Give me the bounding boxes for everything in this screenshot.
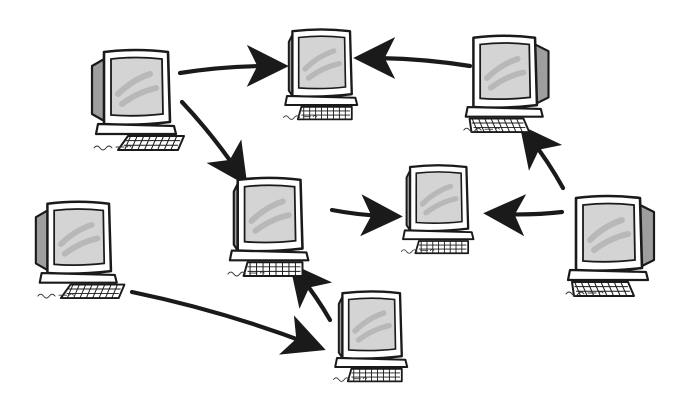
pc-d-computer-icon [34, 200, 126, 300]
keyboard [346, 367, 403, 383]
arrow-pc-a-to-pc-b [177, 44, 289, 87]
scribble-mark [463, 127, 500, 133]
arrow-pc-h-to-pc-e [289, 262, 333, 323]
keyboard [468, 117, 531, 134]
connection-arrows [129, 37, 566, 355]
monitor-base [464, 105, 544, 118]
pc-c-computer-icon [463, 34, 550, 134]
screen-shading [248, 198, 292, 234]
scribble-mark [37, 293, 74, 299]
keyboard [296, 105, 353, 121]
screen-shading [484, 56, 527, 91]
keyboard [117, 135, 185, 151]
keyboard [414, 240, 470, 255]
monitor-base [228, 249, 310, 262]
screen-shading [302, 48, 342, 81]
scribble-mark [227, 271, 265, 277]
pc-a-computer-icon [90, 48, 185, 151]
pc-f-computer-icon [400, 164, 475, 255]
monitor-base [334, 357, 409, 368]
pc-b-computer-icon [282, 28, 359, 121]
monitor-base [94, 122, 178, 136]
screen-shading [115, 71, 159, 107]
screen-shading [587, 217, 631, 253]
pc-e-computer-icon [227, 176, 310, 278]
keyboard [242, 261, 304, 278]
scribble-mark [282, 114, 318, 120]
arrow-pc-c-to-pc-b [353, 37, 473, 80]
scribble-mark [565, 291, 604, 297]
arrow-pc-a-to-pc-e [179, 99, 248, 186]
arrow-pc-g-to-pc-c [519, 124, 566, 191]
arrow-pc-e-to-pc-f [329, 194, 403, 237]
monitor-base [284, 95, 359, 106]
monitor-base [402, 229, 475, 241]
screen-shading [352, 310, 392, 343]
monitor-base [38, 271, 118, 284]
scribble-mark [332, 376, 368, 382]
computer-nodes [34, 28, 656, 383]
arrow-pc-d-to-pc-h [129, 289, 326, 355]
scribble-mark [93, 145, 132, 151]
screen-shading [58, 222, 101, 257]
keyboard [59, 283, 126, 300]
scribble-mark [400, 248, 435, 254]
pc-h-computer-icon [332, 290, 409, 383]
pc-g-computer-icon [565, 194, 656, 297]
screen-shading [419, 183, 459, 216]
arrow-pc-g-to-pc-f [483, 194, 565, 237]
monitor-base [566, 268, 650, 282]
keyboard [571, 281, 635, 297]
